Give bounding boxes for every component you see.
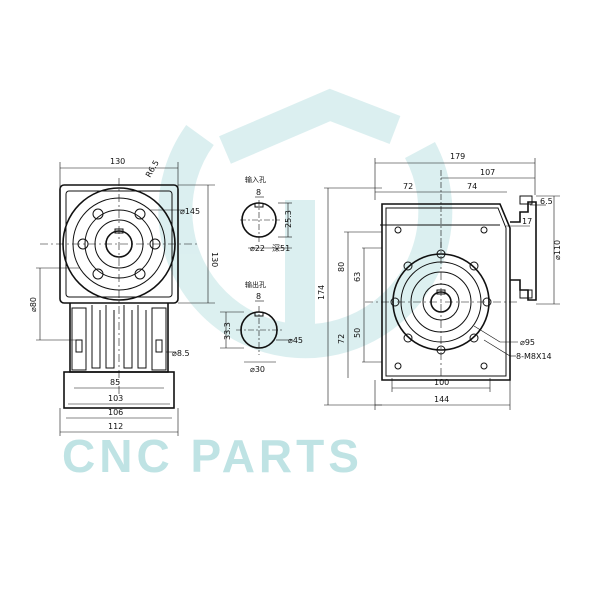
- dim-base-100: 100: [434, 378, 449, 387]
- dim-flange-dia: ⌀110: [553, 240, 562, 260]
- dim-base-112: 112: [108, 422, 123, 431]
- watermark-logo: [158, 88, 453, 359]
- input-bore: ⌀22: [250, 244, 265, 253]
- right-view: 179 107 72 74 6.5 17 ⌀110: [317, 152, 562, 410]
- dim-hole-dia: ⌀8.5: [172, 349, 190, 358]
- dim-side-height: 130: [210, 252, 219, 267]
- left-view: 130 R6.5 130 ⌀145 ⌀80: [29, 157, 219, 436]
- dim-base-106: 106: [108, 408, 123, 417]
- dim-corner-note: R6.5: [144, 159, 161, 179]
- dim-shaft-dia: ⌀80: [29, 297, 38, 312]
- output-key-depth: 33.3: [223, 322, 232, 340]
- watermark-text: CNC PARTS: [62, 430, 363, 482]
- dim-107: 107: [480, 168, 495, 177]
- dim-base-144: 144: [434, 395, 449, 404]
- output-key-width: 8: [256, 292, 261, 301]
- dim-thread: 8-M8X14: [516, 352, 552, 361]
- output-hole-detail: 输出孔 8 33.3 ⌀45 ⌀30: [220, 280, 303, 374]
- output-hole-title: 输出孔: [245, 280, 266, 289]
- output-outer: ⌀45: [288, 336, 303, 345]
- dim-overall-width: 179: [450, 152, 465, 161]
- input-key-depth: 25.3: [284, 210, 293, 228]
- dim-17: 17: [522, 217, 532, 226]
- dim-base-85: 85: [110, 378, 120, 387]
- dim-80: 80: [337, 262, 346, 272]
- dim-63: 63: [353, 272, 362, 282]
- dim-top-width: 130: [110, 157, 125, 166]
- dim-74: 74: [467, 182, 477, 191]
- input-hole-detail: 输入孔 8 25.3 ⌀22 深51: [240, 175, 293, 253]
- dim-height-174: 174: [317, 285, 326, 300]
- input-hole-title: 输入孔: [245, 175, 266, 184]
- input-depth: 深51: [272, 244, 290, 253]
- dim-6-5: 6.5: [540, 197, 553, 206]
- input-key-width: 8: [256, 188, 261, 197]
- dim-base-103: 103: [108, 394, 123, 403]
- dim-50: 50: [353, 328, 362, 338]
- dim-bolt-circle: ⌀95: [520, 338, 535, 347]
- dim-72-left: 72: [337, 334, 346, 344]
- output-bore: ⌀30: [250, 365, 265, 374]
- dim-72: 72: [403, 182, 413, 191]
- dim-flange-dia: ⌀145: [180, 207, 200, 216]
